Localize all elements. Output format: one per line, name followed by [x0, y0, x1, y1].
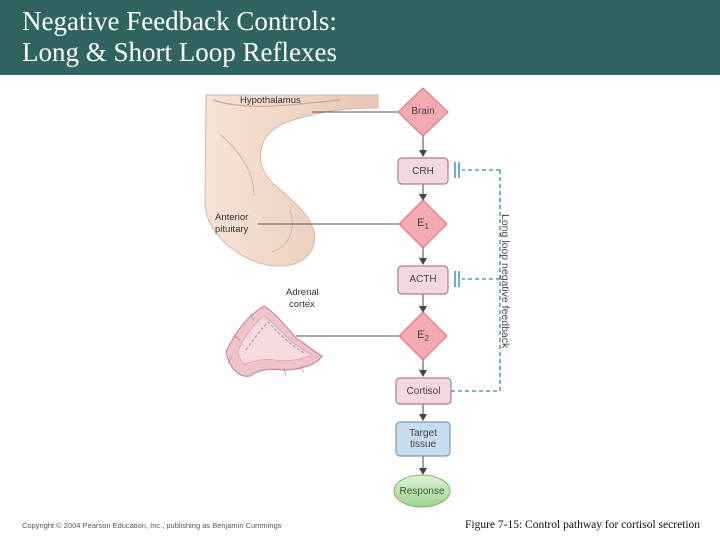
response-node	[393, 474, 451, 508]
copyright-text: Copyright © 2004 Pearson Education, Inc.…	[22, 521, 282, 530]
e1-label: E1	[417, 217, 429, 232]
hypothalamus-label: Hypothalamus	[240, 95, 301, 106]
anterior-label: Anterior	[215, 212, 249, 223]
adrenal-label: Adrenal	[286, 287, 319, 298]
title-line-2: Long & Short Loop Reflexes	[22, 37, 337, 67]
pituitary-label: pituitary	[215, 224, 249, 235]
e1-node	[398, 199, 448, 249]
e2-label: E2	[417, 329, 429, 344]
cortisol-label: Cortisol	[406, 386, 441, 397]
crh-node	[397, 157, 449, 185]
response-label: Response	[399, 486, 445, 497]
title-bar: Negative Feedback Controls: Long & Short…	[0, 0, 720, 75]
figure-caption: Figure 7-15: Control pathway for cortiso…	[465, 519, 701, 531]
feedback-loop	[451, 162, 501, 392]
cortex-label: cortex	[289, 299, 315, 310]
brain-label: Brain	[411, 106, 435, 117]
brain-node	[397, 87, 449, 137]
acth-node	[397, 265, 449, 295]
crh-label: CRH	[412, 166, 434, 177]
e2-node	[398, 311, 448, 361]
acth-label: ACTH	[409, 274, 437, 285]
hypothalamus-pituitary-illustration	[204, 94, 379, 267]
target-tissue-node	[395, 421, 451, 457]
title-line-1: Negative Feedback Controls:	[22, 6, 337, 36]
